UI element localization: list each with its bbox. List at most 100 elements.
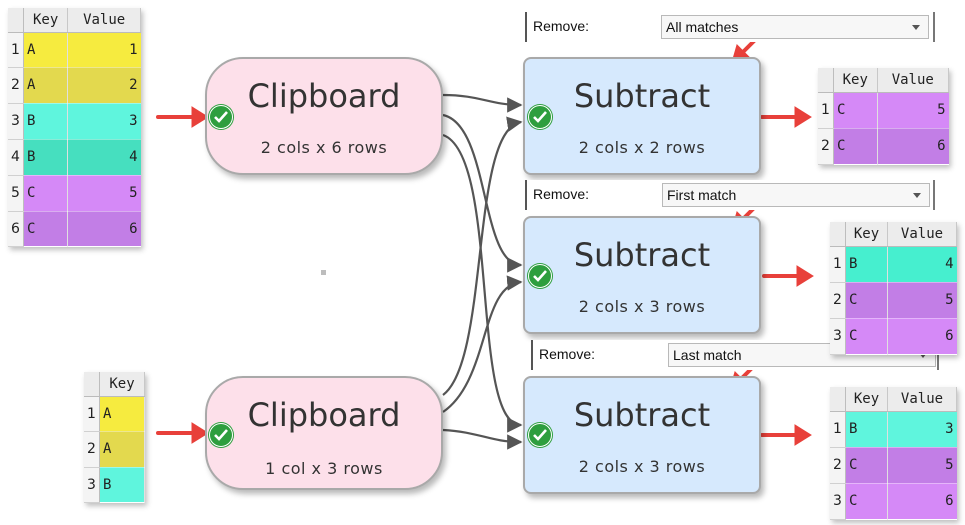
table-row: 1 B 3 [830,411,957,448]
column-header-value: Value [887,222,957,247]
row-number: 3 [84,467,100,503]
cell-value: 4 [887,246,957,283]
table-row: 2 A [84,431,145,468]
node-title: Clipboard [247,396,401,434]
cell-key: C [833,128,878,165]
chevron-down-icon [919,353,927,358]
table-row: 3 B 3 [8,103,141,140]
column-header-value: Value [887,387,957,412]
cell-value: 5 [887,282,957,319]
connector-clip2-sub2 [442,275,523,413]
row-number: 2 [84,431,100,468]
remove-option-bar-2: Remove: First match [525,180,935,210]
connector-clip2-sub1 [442,116,523,396]
table-row: 1 C 5 [818,92,949,129]
node-subtitle: 2 cols x 3 rows [578,457,706,476]
table-row: 3 C 6 [830,483,957,520]
cell-value: 6 [67,211,141,247]
row-number: 1 [818,92,834,129]
annotation-arrowhead [191,422,209,444]
remove-dropdown[interactable]: First match [662,183,930,207]
canvas-grid-dot [321,270,326,275]
cell-key: A [23,67,69,104]
remove-option-bar-1: Remove: All matches [525,12,935,42]
cell-key: A [23,32,69,68]
cell-value: 4 [67,139,141,176]
table-row: 1 A [84,396,145,432]
input-table-1: Key Value 1 A 1 2 A 2 3 B 3 4 B 4 5 C 5 … [8,8,141,247]
column-header-value: Value [877,68,950,93]
cell-value: 5 [887,447,957,484]
remove-dropdown[interactable]: All matches [661,15,929,39]
check-icon [528,264,552,288]
row-number: 2 [830,447,846,484]
column-header-key: Key [99,372,145,397]
connector-clip2-sub3 [442,428,523,450]
cell-value: 6 [887,483,957,520]
subtract-node-3[interactable]: Subtract 2 cols x 3 rows [523,376,761,494]
cell-key: C [23,175,69,212]
row-number: 2 [830,282,846,319]
cell-key: B [845,411,889,448]
table-row: 4 B 4 [8,139,141,176]
table-row: 2 C 6 [818,128,949,165]
cell-value: 5 [67,175,141,212]
output-table-2: Key Value 1 B 4 2 C 5 3 C 6 [830,222,957,355]
connector-clip1-sub2 [442,113,523,273]
row-number: 6 [8,211,24,247]
row-number: 2 [818,128,834,165]
annotation-arrowhead [794,424,812,446]
connector-clip1-sub1 [442,93,523,113]
cell-key: C [833,92,878,129]
row-number: 1 [830,246,846,283]
output-table-3: Key Value 1 B 3 2 C 5 3 C 6 [830,387,957,520]
subtract-node-1[interactable]: Subtract 2 cols x 2 rows [523,57,761,175]
subtract-node-2[interactable]: Subtract 2 cols x 3 rows [523,216,761,334]
cell-key: C [23,211,69,247]
node-title: Subtract [573,77,711,115]
table-row: 6 C 6 [8,211,141,247]
cell-value: 3 [887,411,957,448]
column-header-key: Key [833,68,878,93]
cell-key: C [845,483,889,520]
remove-label: Remove: [533,186,590,202]
table-row: 1 B 4 [830,246,957,283]
remove-dropdown-value: All matches [666,19,739,35]
cell-value: 2 [67,67,141,104]
row-number: 3 [830,483,846,520]
node-title: Subtract [573,396,711,434]
check-icon [209,105,233,129]
cell-key: C [845,282,889,319]
clipboard-node-1[interactable]: Clipboard 2 cols x 6 rows [205,57,443,175]
node-subtitle: 2 cols x 3 rows [578,297,706,316]
column-header-key: Key [23,8,69,33]
remove-dropdown-value: First match [667,187,737,203]
cell-value: 6 [877,128,949,165]
column-header-key: Key [845,387,889,412]
table-row: 3 B [84,467,145,503]
annotation-arrowhead [191,106,209,128]
cell-value: 6 [887,318,957,355]
column-header-value: Value [67,8,141,33]
cell-key: B [23,139,69,176]
table-row: 2 A 2 [8,67,141,104]
node-subtitle: 1 col x 3 rows [265,459,383,478]
row-number: 3 [8,103,24,140]
table-row: 1 A 1 [8,32,141,68]
table-row: 2 C 5 [830,447,957,484]
remove-label: Remove: [533,18,590,34]
connector-clip1-sub3 [442,133,523,433]
annotation-arrowhead [796,265,814,287]
row-number: 1 [8,32,24,68]
row-number: 1 [84,396,100,432]
clipboard-node-2[interactable]: Clipboard 1 col x 3 rows [205,376,443,490]
output-table-1: Key Value 1 C 5 2 C 6 [818,68,950,165]
row-number: 4 [8,139,24,176]
node-title: Clipboard [247,77,401,115]
remove-label: Remove: [539,346,596,362]
row-number: 3 [830,318,846,355]
cell-value: 3 [67,103,141,140]
node-title: Subtract [573,236,711,274]
node-subtitle: 2 cols x 2 rows [578,138,706,157]
check-icon [528,423,552,447]
